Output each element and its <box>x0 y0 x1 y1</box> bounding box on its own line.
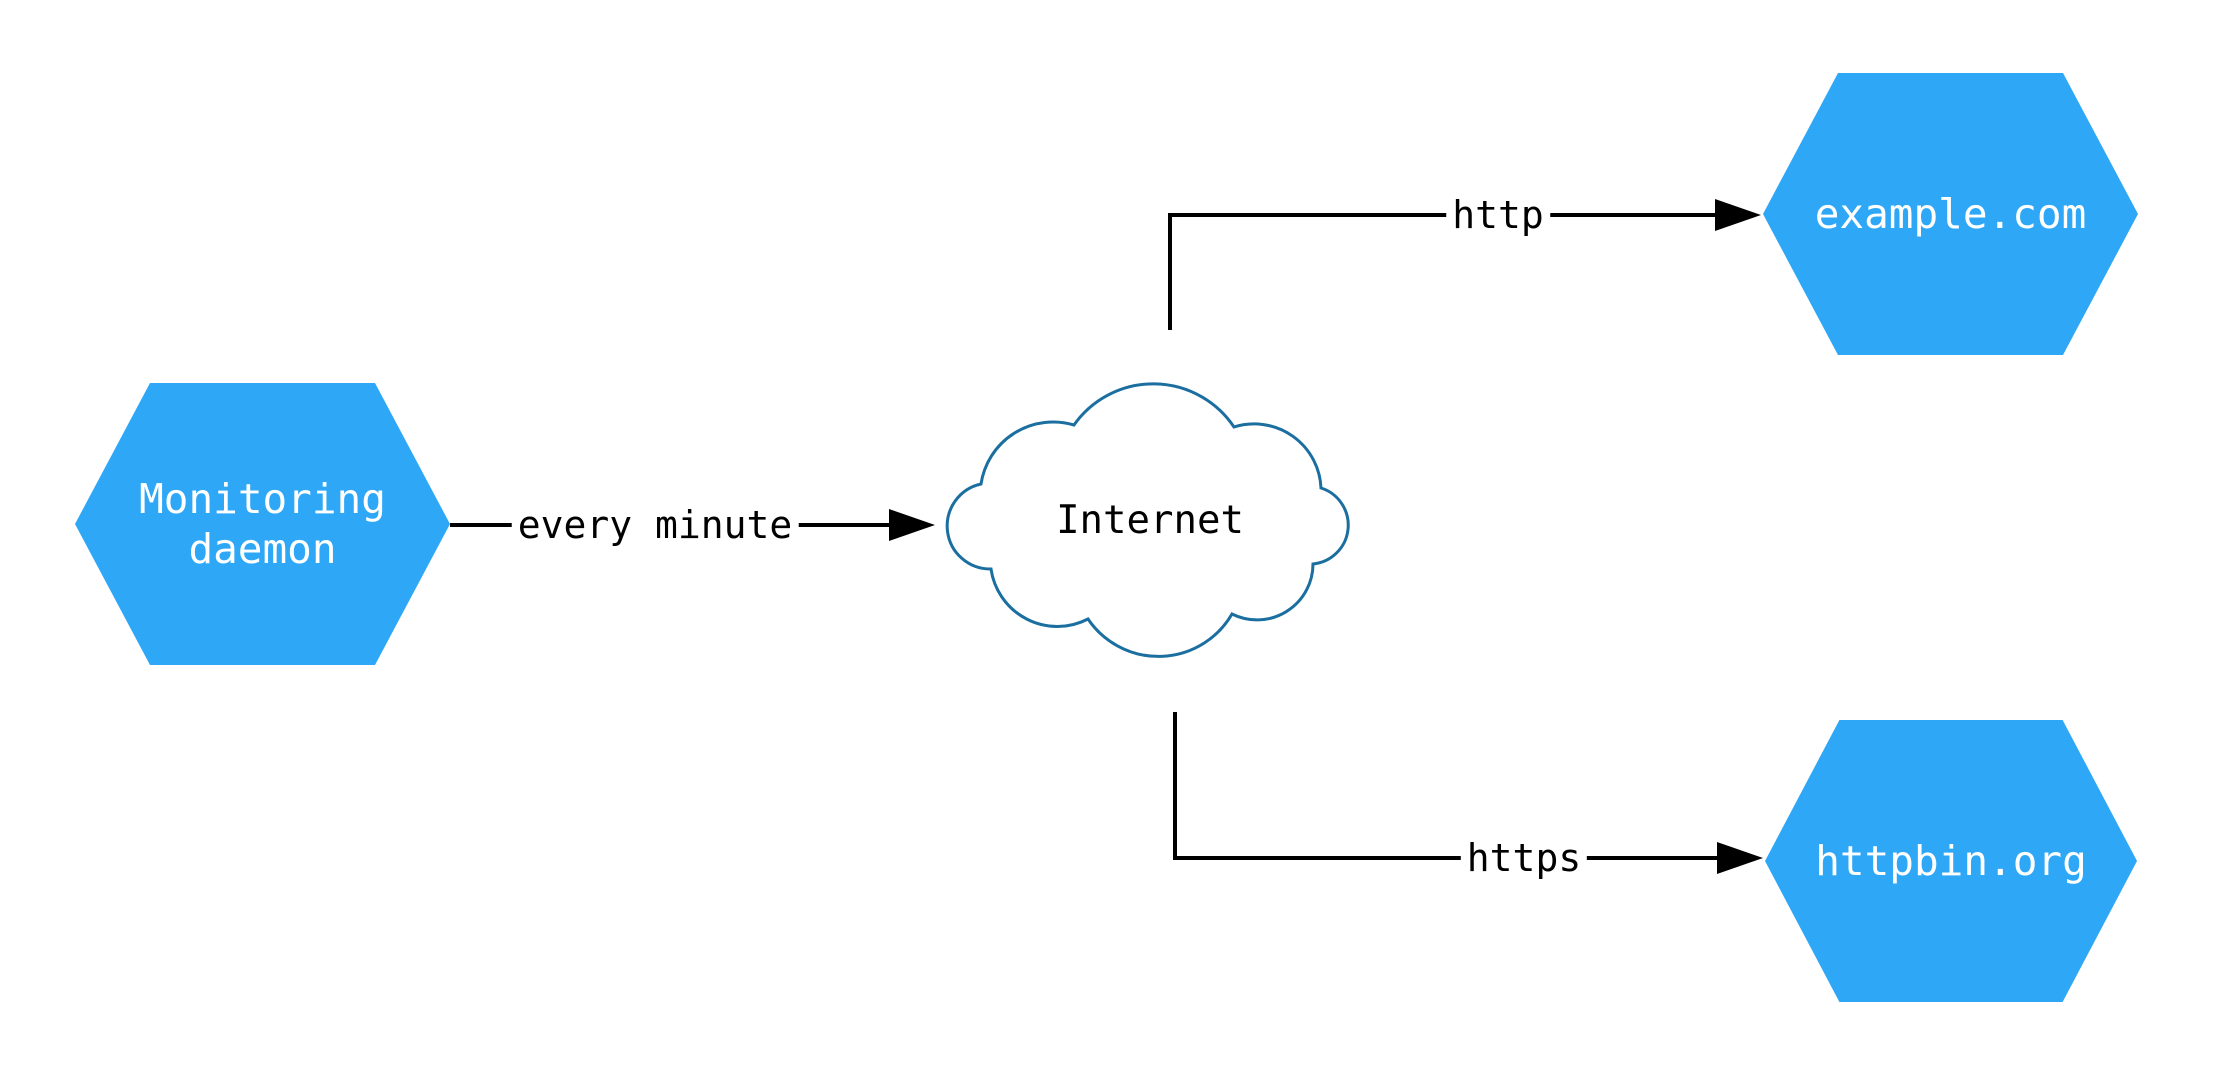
edge-internet-to-example-horizontal-line <box>1168 213 1715 217</box>
edge-internet-to-httpbin-horizontal-line <box>1173 856 1717 860</box>
node-internet-label: Internet <box>1056 497 1244 543</box>
node-example-com-label: example.com <box>1814 189 2087 238</box>
arrowhead-right-icon <box>889 509 935 541</box>
arrowhead-right-icon <box>1717 842 1763 874</box>
cloud-shape <box>945 382 1350 658</box>
edge-every-minute-label: every minute <box>511 503 799 547</box>
node-example-com: example.com <box>1763 73 2138 355</box>
edge-internet-to-example-vertical-line <box>1168 215 1172 330</box>
node-internet: Internet <box>938 382 1362 658</box>
node-monitoring-daemon-label: Monitoring daemon <box>139 474 386 573</box>
edge-http-label: http <box>1446 193 1550 237</box>
node-httpbin-org-label: httpbin.org <box>1815 836 2087 885</box>
arrowhead-right-icon <box>1715 199 1761 231</box>
node-monitoring-daemon: Monitoring daemon <box>75 383 450 665</box>
edge-internet-to-httpbin-vertical-line <box>1173 712 1177 860</box>
edge-https-label: https <box>1460 836 1588 880</box>
node-httpbin-org: httpbin.org <box>1765 720 2137 1002</box>
